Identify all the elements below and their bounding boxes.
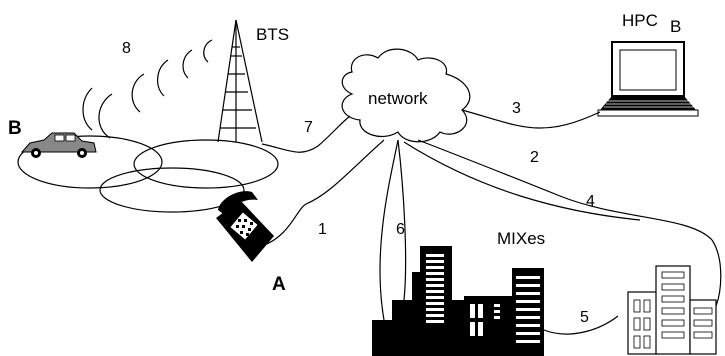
link-3-line: [461, 109, 601, 129]
link-7-label: 7: [304, 119, 313, 136]
link-1-label: 1: [318, 221, 327, 238]
network-cloud: [341, 48, 471, 143]
link-4-line: [403, 141, 641, 221]
node-a-label: A: [272, 274, 286, 295]
link-5-label: 5: [580, 309, 589, 326]
telephone-icon: [216, 191, 274, 262]
mixes-buildings-icon: [372, 246, 544, 356]
car-icon: [20, 132, 97, 158]
mixes-label: MIXes: [497, 229, 545, 248]
cell-ellipse-1: [17, 135, 163, 189]
link-8-label: 8: [122, 40, 131, 57]
link-4-label: 4: [586, 193, 595, 210]
bts-label: BTS: [256, 25, 289, 44]
cell-ellipse-2: [133, 139, 279, 189]
link-7-line: [261, 115, 351, 153]
link-6-label: 6: [396, 221, 405, 238]
link-2-label: 2: [530, 149, 539, 166]
radio-waves-icon: [82, 39, 213, 139]
bts-tower-icon: [217, 19, 263, 143]
link-6b-line: [397, 139, 407, 301]
link-5-line: [543, 315, 619, 335]
hpc-label: HPC: [622, 11, 658, 30]
link-3-label: 3: [512, 100, 521, 117]
cell-ellipse-3: [99, 167, 245, 213]
link-2-line: [417, 139, 713, 241]
network-label: network: [368, 89, 428, 108]
office-buildings-icon: [627, 265, 717, 355]
link-6-line: [379, 139, 399, 321]
link-1-line: [261, 139, 385, 247]
link-right-line: [711, 239, 722, 307]
laptop-hpc-icon: [597, 41, 699, 117]
node-b-car-label: B: [8, 118, 22, 139]
hpc-node-b-label: B: [670, 17, 681, 36]
